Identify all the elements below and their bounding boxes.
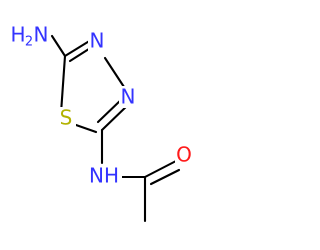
amino-subscript-label: 2	[25, 35, 33, 50]
bond-carbonyl-carbon-to-oxygen	[143, 159, 178, 179]
bond-ring-carbon-right-to-sulfur	[74, 123, 98, 134]
amino-label-background	[10, 23, 46, 47]
bond-ring-carbon-to-n-top	[63, 38, 93, 58]
atom-label-group: H 2 N N N S NH O	[10, 23, 195, 188]
ring-sulfur-background	[56, 107, 76, 129]
carbonyl-oxygen-label-group: O	[175, 143, 195, 168]
ring-n-right-label-group: N	[119, 85, 139, 109]
ring-n-right-background	[119, 86, 139, 108]
carbonyl-oxygen-label: O	[176, 143, 192, 167]
amide-nh-background	[88, 164, 122, 188]
bond-sulfur-to-ring-carbon-left	[59, 54, 67, 115]
ring-n-right-label: N	[121, 85, 136, 109]
ring-n-top-label-group: N	[88, 29, 108, 53]
bond-carbonyl-carbon-to-oxygen-double	[149, 168, 181, 186]
bond-amino-to-ring-carbon	[50, 34, 67, 58]
amino-n-label: N	[34, 23, 49, 47]
amino-h-label: H	[10, 23, 25, 47]
bond-n-top-to-n-right	[103, 56, 128, 92]
amide-nh-label-group: NH	[88, 164, 122, 188]
ring-n-top-label: N	[90, 29, 105, 53]
ring-n-top-background	[88, 30, 108, 52]
amide-nh-label: NH	[89, 164, 119, 188]
bond-group	[50, 34, 181, 223]
amino-group-label: H 2 N	[10, 23, 48, 50]
bond-n-right-to-ring-carbon-right-double	[96, 96, 125, 124]
bond-n-right-to-ring-carbon-right	[100, 102, 131, 132]
ring-sulfur-label-group: S	[56, 106, 76, 130]
molecule-structure-diagram: H 2 N N N S NH O	[10, 22, 195, 223]
carbonyl-oxygen-background	[175, 144, 195, 168]
ring-sulfur-label: S	[60, 106, 73, 130]
